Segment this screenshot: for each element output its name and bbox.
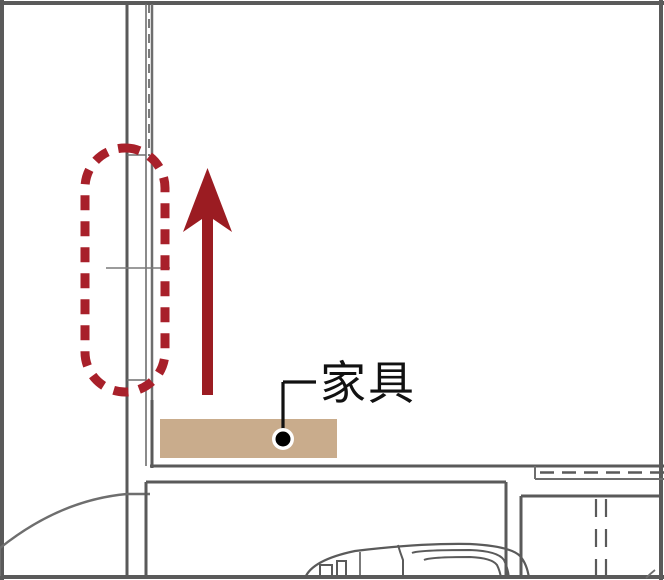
vehicle-outline	[303, 542, 531, 579]
highlight-stadium	[80, 143, 170, 397]
furniture-label: 家具	[320, 356, 416, 410]
sliding-door-track-vertical-pair	[594, 499, 608, 578]
vehicle-hint-right	[645, 569, 656, 579]
annotation-marker-dot	[272, 428, 294, 450]
movement-arrow	[183, 168, 232, 395]
bottom-right-room	[519, 494, 661, 578]
door-pocket-stubs	[106, 154, 170, 381]
furniture-rectangle	[160, 419, 337, 458]
sliding-door-track-horizontal	[534, 464, 664, 480]
